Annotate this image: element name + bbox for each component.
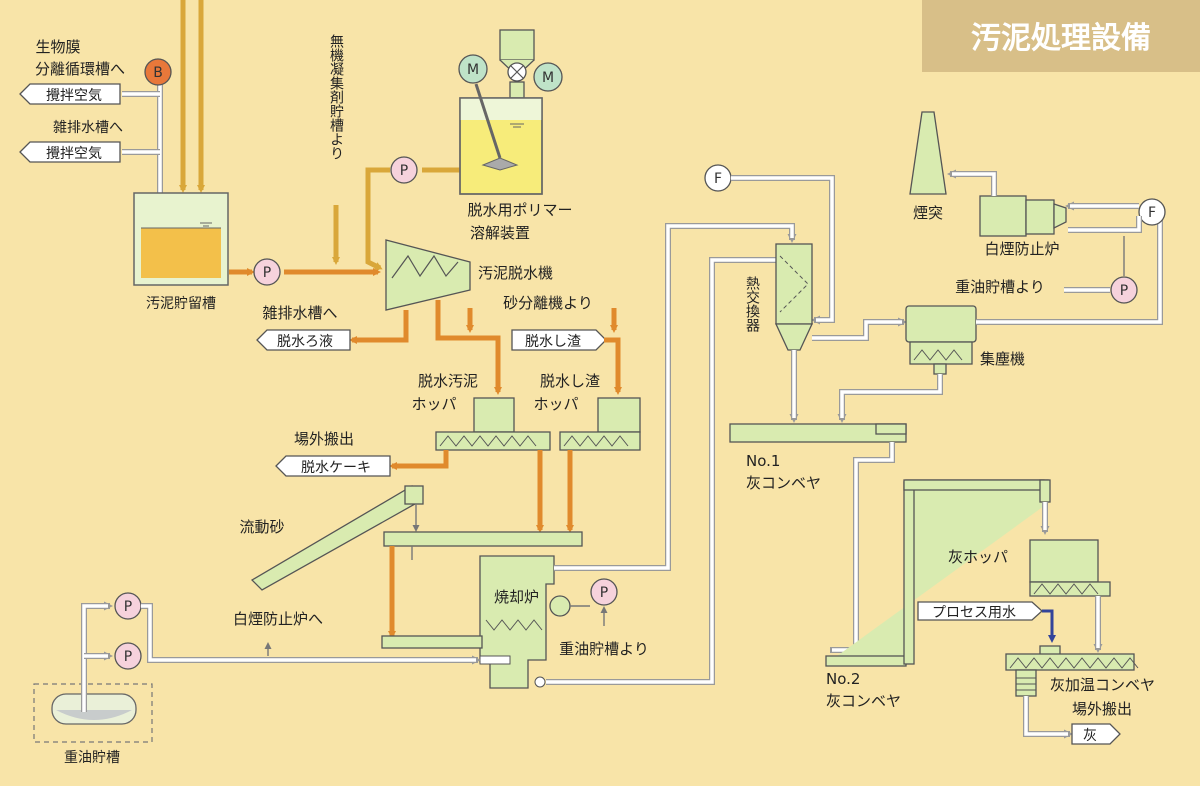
pump-polymer xyxy=(390,156,418,184)
pump-sludge-label: P xyxy=(263,265,271,281)
blower-b xyxy=(144,58,172,86)
label-offsite-2: 場外搬出 xyxy=(1072,700,1132,718)
label-polymer-2: 溶解装置 xyxy=(470,224,530,242)
pump-plume-label: P xyxy=(1120,283,1128,299)
label-screen-hopper-1: 脱水し渣 xyxy=(540,372,600,390)
tag-ash xyxy=(1071,723,1121,745)
tag-cake xyxy=(275,455,391,477)
plume-furnace xyxy=(979,195,1067,237)
label-sand-separator-from: 砂分離機より xyxy=(503,294,593,312)
motor-1-label: M xyxy=(467,62,479,78)
label-misc-tank-to-2: 雑排水槽へ xyxy=(262,304,337,322)
label-sludge-hopper-2: ホッパ xyxy=(411,395,456,413)
label-coagulant: 無機凝集剤貯槽より xyxy=(328,34,344,160)
label-dewatering-machine: 汚泥脱水機 xyxy=(478,264,553,282)
tag-screenings xyxy=(511,329,607,351)
label-fluid-sand: 流動砂 xyxy=(239,518,284,536)
chimney xyxy=(909,111,947,195)
pump-oil-1-label: P xyxy=(124,599,132,615)
pump-plume xyxy=(1110,276,1138,304)
label-no1-1: No.1 xyxy=(746,452,780,470)
label-no2-1: No.2 xyxy=(826,670,860,688)
screen-hopper xyxy=(597,397,641,433)
label-plume-furnace: 白煙防止炉 xyxy=(984,240,1059,258)
title-box xyxy=(922,0,1200,72)
sludge-conveyor xyxy=(435,431,551,451)
page-title: 汚泥処理設備 xyxy=(971,21,1151,56)
label-ash-heating-conveyor: 灰加温コンベヤ xyxy=(1050,676,1155,694)
label-dust-collector: 集塵機 xyxy=(980,350,1025,368)
label-heat-exchanger: 熱交換器 xyxy=(744,276,760,332)
pump-oil-2 xyxy=(114,642,142,670)
oil-tank xyxy=(33,683,153,743)
label-air-1: 攪拌空気 xyxy=(46,88,102,104)
burner-icon xyxy=(549,595,571,617)
pump-sludge xyxy=(253,258,281,286)
label-oil-from-1: 重油貯槽より xyxy=(559,640,649,658)
pump-oil-2-label: P xyxy=(124,649,132,665)
label-no2-2: 灰コンベヤ xyxy=(826,692,901,710)
ash-heating-conveyor xyxy=(1005,653,1135,671)
pump-burner-label: P xyxy=(600,585,608,601)
tag-air-2 xyxy=(19,141,121,163)
label-chimney: 煙突 xyxy=(913,204,943,222)
label-no1-2: 灰コンベヤ xyxy=(746,474,821,492)
blower-label: B xyxy=(153,65,163,81)
label-air-2: 攪拌空気 xyxy=(46,146,102,162)
label-biofilm-2: 分離循環槽へ xyxy=(35,60,125,78)
polymer-dissolver xyxy=(459,29,543,195)
no2-conveyor xyxy=(825,655,907,667)
ash-hopper xyxy=(1029,539,1099,583)
label-cake: 脱水ケーキ xyxy=(301,460,371,476)
label-offsite-1: 場外搬出 xyxy=(294,430,354,448)
feed-conveyor xyxy=(383,531,583,547)
fan-2-label: F xyxy=(1148,205,1156,221)
pump-polymer-label: P xyxy=(400,163,408,179)
label-process-water: プロセス用水 xyxy=(932,605,1016,621)
label-ash: 灰 xyxy=(1083,728,1097,744)
label-biofilm-1: 生物膜 xyxy=(35,38,80,56)
label-to-plume-1: 白煙防止炉へ xyxy=(233,610,323,628)
sludge-hopper xyxy=(473,397,515,433)
fan-2 xyxy=(1138,198,1166,226)
tag-filtrate xyxy=(256,329,351,351)
pump-burner xyxy=(590,578,618,606)
incinerator xyxy=(381,555,555,689)
label-incinerator: 焼却炉 xyxy=(494,588,539,606)
tag-air-1 xyxy=(19,83,121,105)
motor-2-label: M xyxy=(542,70,554,86)
tag-process-water xyxy=(917,601,1043,621)
label-filtrate: 脱水ろ液 xyxy=(277,334,333,350)
label-polymer-1: 脱水用ポリマー xyxy=(467,201,572,219)
label-ash-hopper: 灰ホッパ xyxy=(948,548,1008,566)
label-misc-tank-to: 雑排水槽へ xyxy=(53,120,123,136)
motor-1 xyxy=(458,54,488,84)
label-sludge-storage: 汚泥貯留槽 xyxy=(146,296,216,312)
motor-2 xyxy=(533,62,563,92)
label-screenings: 脱水し渣 xyxy=(525,334,581,350)
label-sludge-hopper-1: 脱水汚泥 xyxy=(418,372,478,390)
fan-1-label: F xyxy=(714,171,722,187)
dust-collector xyxy=(905,305,977,375)
heat-exchanger xyxy=(774,243,814,351)
sludge-storage-tank xyxy=(133,192,229,286)
label-oil-from-2: 重油貯槽より xyxy=(955,278,1045,296)
label-screen-hopper-2: ホッパ xyxy=(533,395,578,413)
label-oil-tank: 重油貯槽 xyxy=(64,750,120,766)
dewatering-machine xyxy=(385,239,471,311)
